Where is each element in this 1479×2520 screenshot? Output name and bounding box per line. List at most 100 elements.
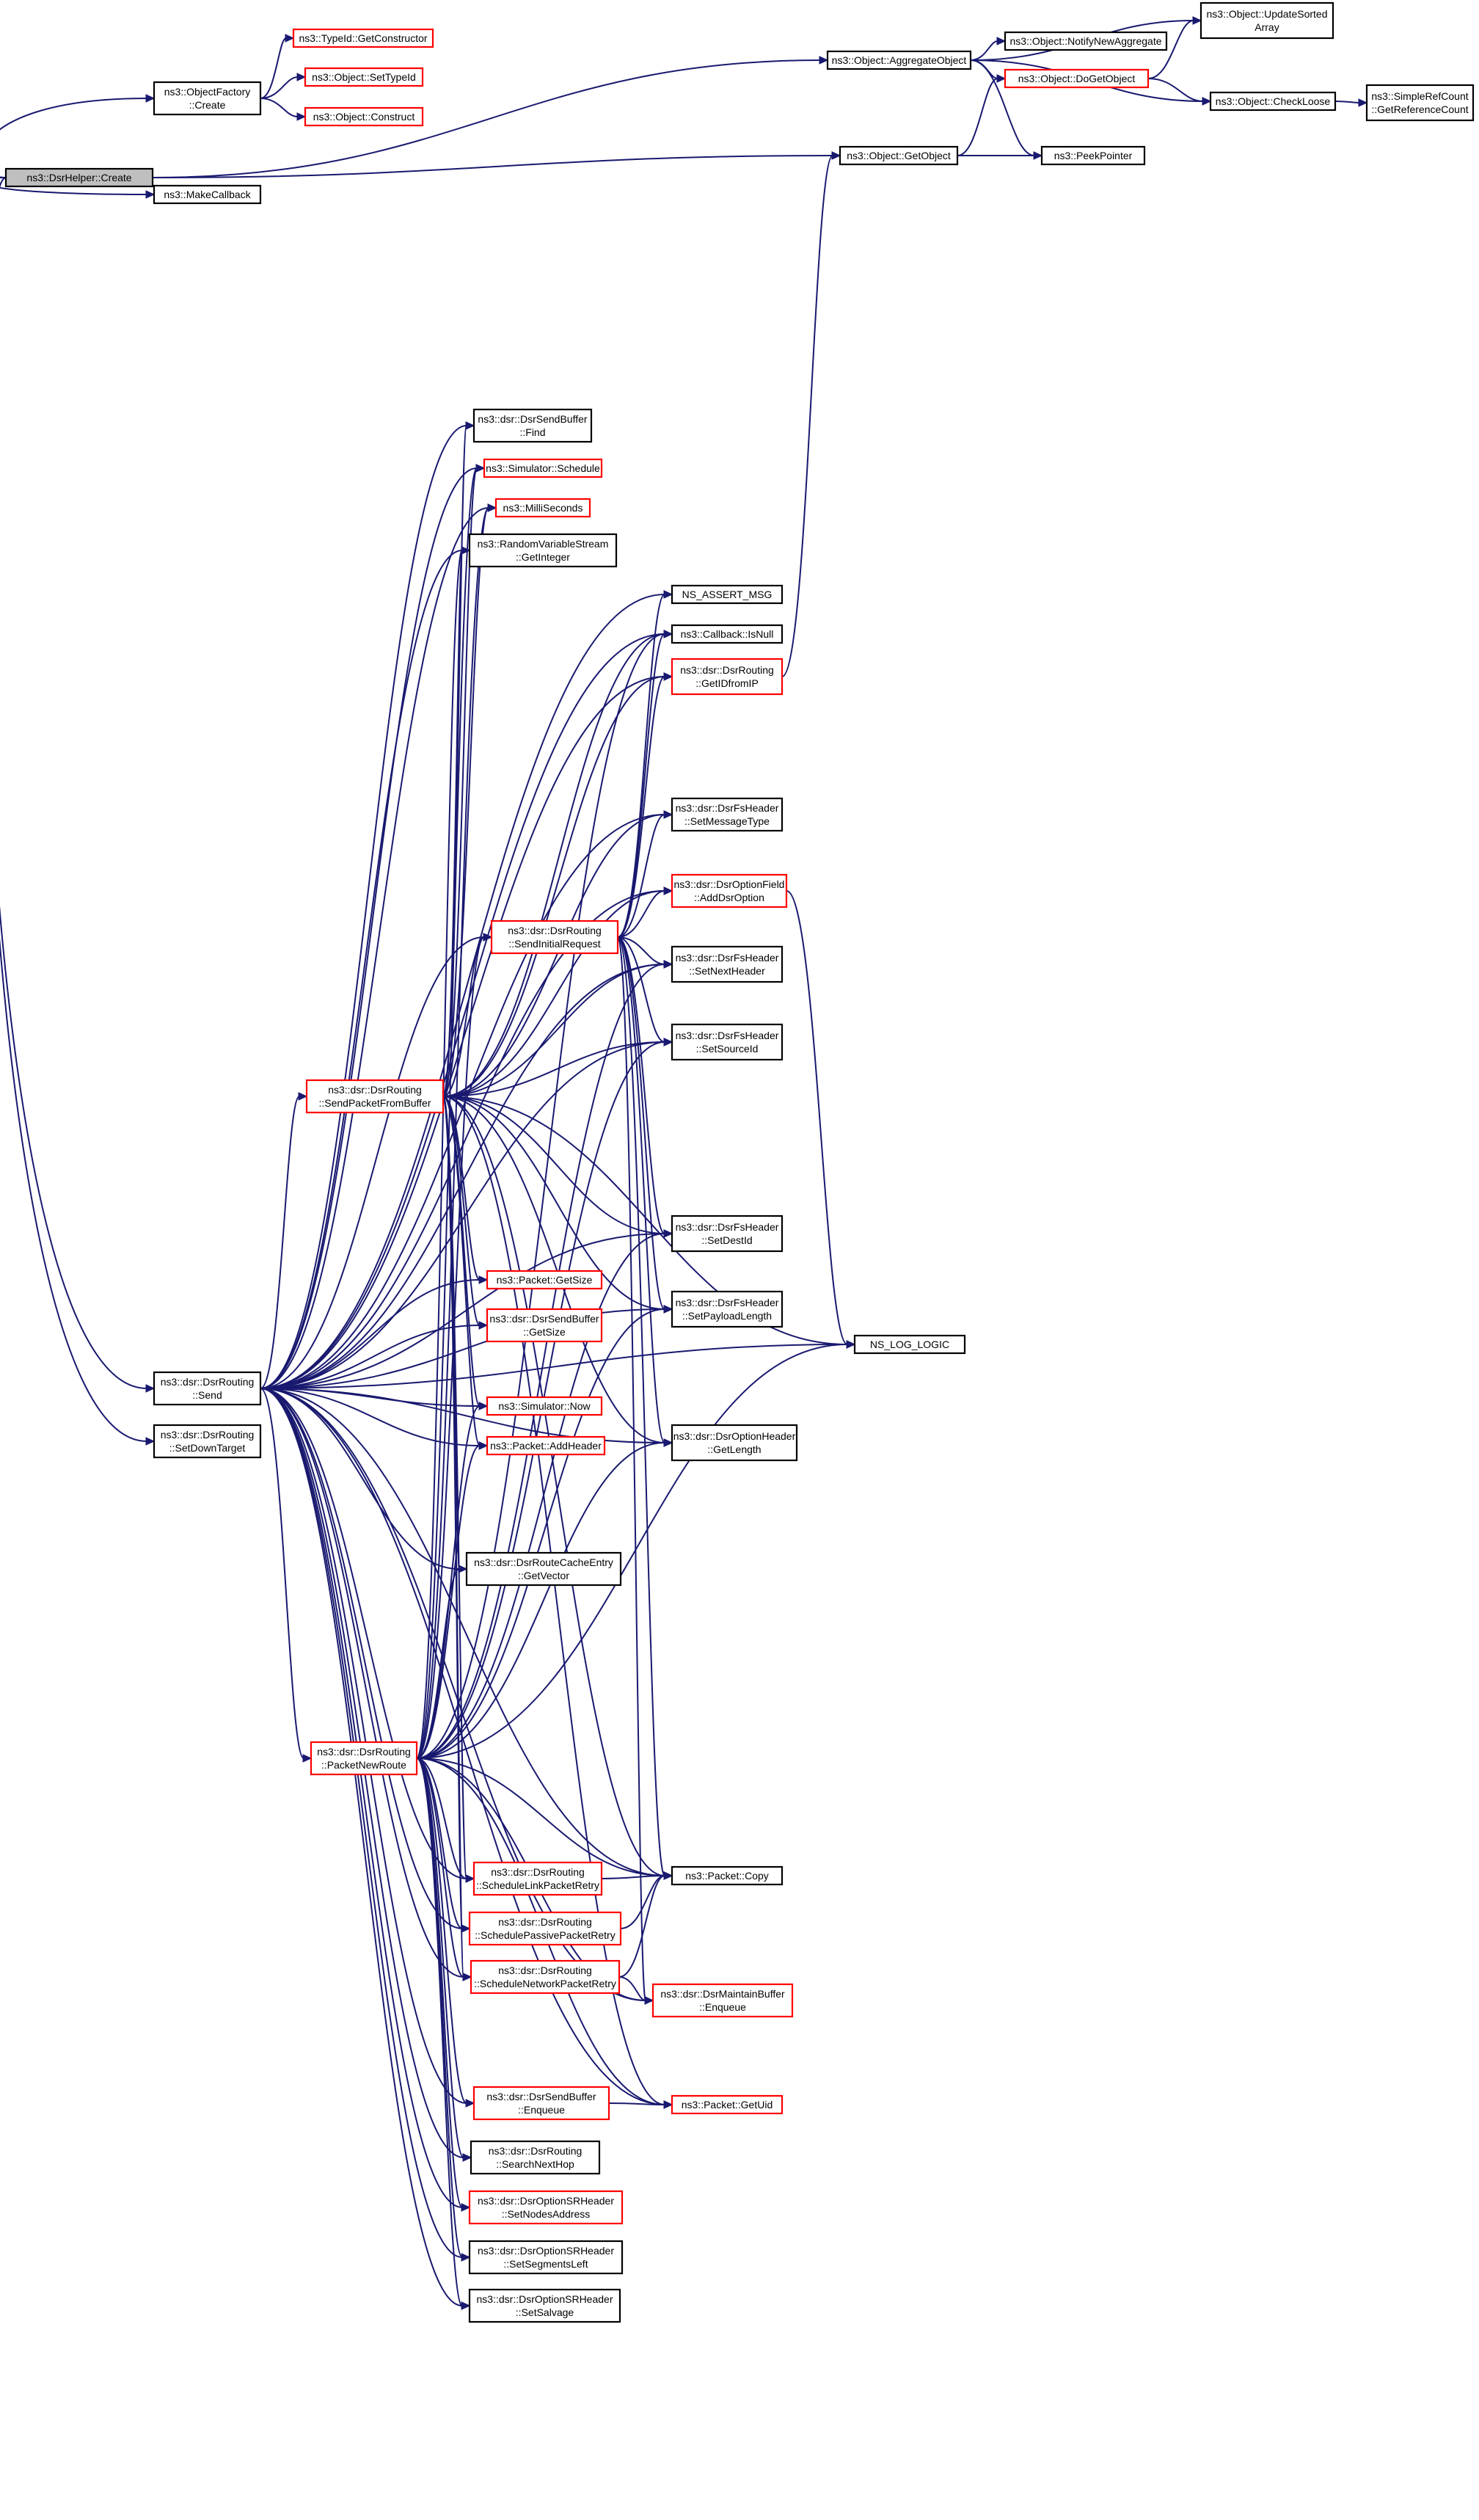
node-sendinitial[interactable]: ns3::dsr::DsrRouting::SendInitialRequest xyxy=(490,919,619,955)
node-sendfrombuffer[interactable]: ns3::dsr::DsrRouting::SendPacketFromBuff… xyxy=(305,1079,445,1114)
call-edge xyxy=(617,814,665,938)
node-sbenqueue[interactable]: ns3::dsr::DsrSendBuffer::Enqueue xyxy=(472,2086,610,2121)
call-edge xyxy=(416,1445,481,1759)
node-optgetlength[interactable]: ns3::dsr::DsrOptionHeader::GetLength xyxy=(671,1424,798,1462)
node-box xyxy=(671,945,784,983)
arrowhead xyxy=(145,94,156,103)
node-construct[interactable]: ns3::Object::Construct xyxy=(304,106,424,127)
node-dogetobject[interactable]: ns3::Object::DoGetObject xyxy=(1004,68,1150,89)
node-box xyxy=(671,873,788,908)
node-makecallback[interactable]: ns3::MakeCallback xyxy=(153,184,262,205)
call-edge xyxy=(416,1308,665,1759)
node-peekpointer[interactable]: ns3::PeekPointer xyxy=(1040,145,1146,166)
arrowhead xyxy=(461,2203,471,2212)
call-edge xyxy=(152,59,821,178)
node-settypeid[interactable]: ns3::Object::SetTypeId xyxy=(304,67,424,87)
call-edge xyxy=(1147,78,1204,102)
node-assertmsg[interactable]: NS_ASSERT_MSG xyxy=(671,584,784,605)
node-label: NS_ASSERT_MSG xyxy=(682,589,773,600)
node-label: ns3::Callback::IsNull xyxy=(681,628,774,640)
node-milliseconds[interactable]: ns3::MilliSeconds xyxy=(494,498,591,518)
node-send[interactable]: ns3::dsr::DsrRouting::Send xyxy=(153,1371,262,1406)
arrowhead xyxy=(478,1321,489,1330)
node-packetnewroute[interactable]: ns3::dsr::DsrRouting::PacketNewRoute xyxy=(310,1741,418,1776)
node-addheader[interactable]: ns3::Packet::AddHeader xyxy=(486,1435,606,1456)
node-box xyxy=(1199,1,1334,40)
arrowhead xyxy=(302,1754,313,1763)
node-label: ns3::dsr::DsrFsHeader xyxy=(676,1297,779,1308)
node-sbfind[interactable]: ns3::dsr::DsrSendBuffer::Find xyxy=(472,408,593,443)
node-label: ns3::dsr::DsrRouting xyxy=(161,1429,255,1441)
node-label: ns3::Object::Construct xyxy=(313,111,415,123)
call-edge xyxy=(608,2102,665,2105)
node-schedule[interactable]: ns3::Simulator::Schedule xyxy=(483,458,603,478)
arrowhead xyxy=(462,2153,472,2162)
node-getobject[interactable]: ns3::Object::GetObject xyxy=(839,145,959,166)
node-label: ::SetNextHeader xyxy=(689,965,765,977)
node-checkloose[interactable]: ns3::Object::CheckLoose xyxy=(1209,91,1337,112)
node-setnextheader[interactable]: ns3::dsr::DsrFsHeader::SetNextHeader xyxy=(671,945,784,983)
node-pktgetsize[interactable]: ns3::Packet::GetSize xyxy=(486,1270,603,1290)
node-label: ns3::dsr::DsrRouting xyxy=(491,1866,585,1878)
call-edge xyxy=(152,155,833,178)
node-getuid[interactable]: ns3::Packet::GetUid xyxy=(671,2094,784,2115)
node-setpayload[interactable]: ns3::dsr::DsrFsHeader::SetPayloadLength xyxy=(671,1290,784,1328)
node-label: ::SetSegmentsLeft xyxy=(503,2258,588,2270)
call-edge xyxy=(620,1875,665,1929)
node-label: ns3::dsr::DsrRouting xyxy=(489,2145,583,2157)
arrowhead xyxy=(462,1973,472,1981)
node-label: ns3::SimpleRefCount xyxy=(1371,90,1468,102)
node-label: ns3::dsr::DsrRouting xyxy=(317,1746,411,1758)
node-searchnexthop[interactable]: ns3::dsr::DsrRouting::SearchNextHop xyxy=(470,2140,601,2175)
node-box xyxy=(310,1741,418,1776)
node-getinteger[interactable]: ns3::RandomVariableStream::GetInteger xyxy=(468,533,618,568)
arrowhead xyxy=(285,34,295,43)
node-adddsroption[interactable]: ns3::dsr::DsrOptionField::AddDsrOption xyxy=(671,873,788,908)
node-schedpassive[interactable]: ns3::dsr::DsrRouting::SchedulePassivePac… xyxy=(468,1911,622,1946)
node-label: ns3::dsr::DsrFsHeader xyxy=(676,1030,779,1041)
call-edge xyxy=(416,1758,467,1879)
node-root[interactable]: ns3::DsrHelper::Create xyxy=(4,167,154,188)
node-schedlink[interactable]: ns3::dsr::DsrRouting::ScheduleLinkPacket… xyxy=(472,1861,603,1896)
node-label: ns3::dsr::DsrRouting xyxy=(328,1084,422,1096)
node-sbgetsize[interactable]: ns3::dsr::DsrSendBuffer::GetSize xyxy=(486,1308,603,1343)
node-label: ns3::dsr::DsrOptionSRHeader xyxy=(478,2195,614,2207)
node-pktcopy[interactable]: ns3::Packet::Copy xyxy=(671,1865,784,1886)
arrowhead xyxy=(663,2100,673,2109)
node-label: ::SearchNextHop xyxy=(496,2158,574,2170)
node-setnodes[interactable]: ns3::dsr::DsrOptionSRHeader::SetNodesAdd… xyxy=(468,2190,624,2225)
node-label: ns3::dsr::DsrOptionField xyxy=(674,878,785,890)
node-mbenqueue[interactable]: ns3::dsr::DsrMaintainBuffer::Enqueue xyxy=(651,1983,794,2018)
node-label: ::SetSourceId xyxy=(696,1043,759,1055)
node-label: Array xyxy=(1255,21,1279,33)
node-box xyxy=(671,1424,798,1462)
node-schednetwork[interactable]: ns3::dsr::DsrRouting::ScheduleNetworkPac… xyxy=(470,1959,621,1995)
node-isnull[interactable]: ns3::Callback::IsNull xyxy=(671,624,784,644)
node-setsalvage[interactable]: ns3::dsr::DsrOptionSRHeader::SetSalvage xyxy=(468,2288,621,2323)
node-box xyxy=(671,1023,784,1061)
node-simnow[interactable]: ns3::Simulator::Now xyxy=(486,1396,603,1416)
node-objfactory[interactable]: ns3::ObjectFactory::Create xyxy=(153,81,262,116)
node-notify[interactable]: ns3::Object::NotifyNewAggregate xyxy=(1004,31,1168,51)
node-setsegments[interactable]: ns3::dsr::DsrOptionSRHeader::SetSegments… xyxy=(468,2240,624,2275)
node-aggregate[interactable]: ns3::Object::AggregateObject xyxy=(826,50,972,70)
call-edge xyxy=(617,890,665,938)
node-setdestid[interactable]: ns3::dsr::DsrFsHeader::SetDestId xyxy=(671,1215,784,1253)
node-getvector[interactable]: ns3::dsr::DsrRouteCacheEntry::GetVector xyxy=(465,1551,622,1587)
call-edge xyxy=(442,1096,665,1234)
arrowhead xyxy=(663,590,673,599)
node-setmessagetype[interactable]: ns3::dsr::DsrFsHeader::SetMessageType xyxy=(671,797,784,832)
call-edge xyxy=(260,425,467,1389)
node-label: ::ScheduleNetworkPacketRetry xyxy=(474,1978,616,1989)
node-label: ns3::MakeCallback xyxy=(164,189,251,200)
node-setdowntarget[interactable]: ns3::dsr::DsrRouting::SetDownTarget xyxy=(153,1424,262,1459)
node-simplerefcount[interactable]: ns3::SimpleRefCount::GetReferenceCount xyxy=(1365,84,1475,122)
node-getidfromip[interactable]: ns3::dsr::DsrRouting::GetIDfromIP xyxy=(671,658,784,696)
node-setsourceid[interactable]: ns3::dsr::DsrFsHeader::SetSourceId xyxy=(671,1023,784,1061)
arrowhead xyxy=(296,112,307,121)
node-loglogic[interactable]: NS_LOG_LOGIC xyxy=(853,1334,966,1355)
node-box xyxy=(671,2094,784,2115)
node-typeid[interactable]: ns3::TypeId::GetConstructor xyxy=(292,28,434,48)
